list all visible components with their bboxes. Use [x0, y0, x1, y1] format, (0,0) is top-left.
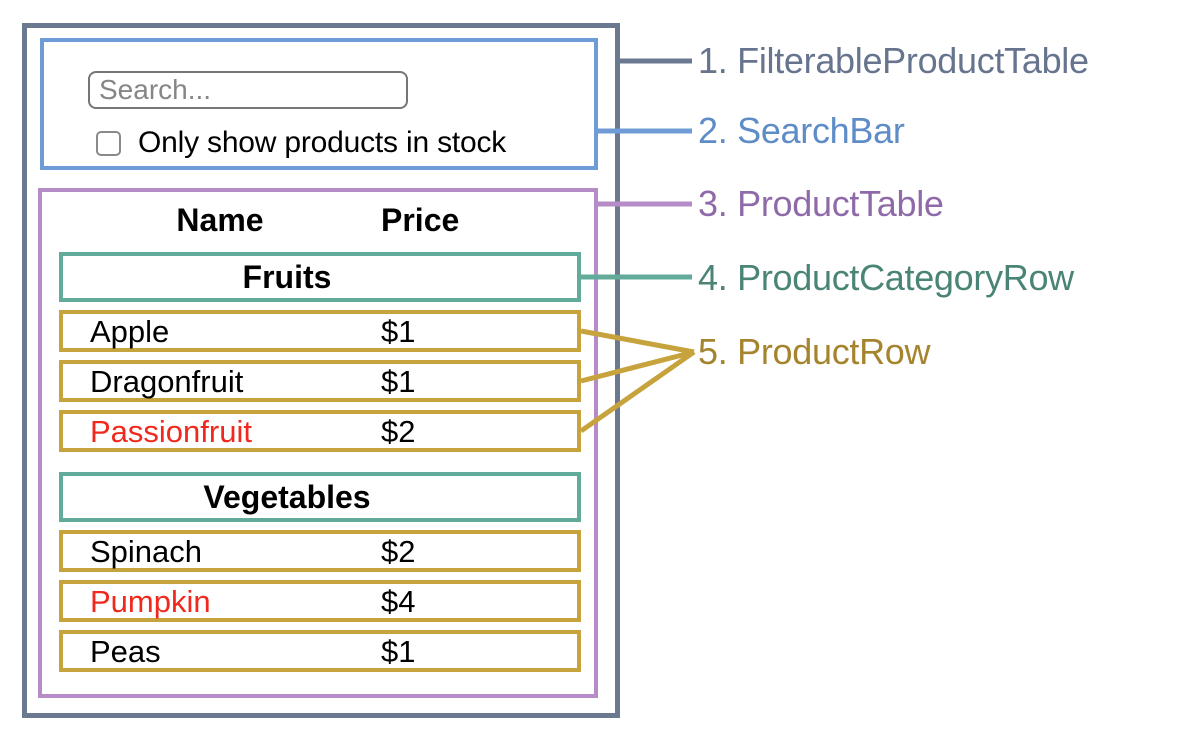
column-header-price: Price: [381, 201, 460, 238]
filterable-product-table-box: Only show products in stock Name Price F…: [22, 23, 620, 718]
product-row: Peas $1: [59, 630, 581, 672]
product-price: $1: [381, 634, 416, 669]
product-name: Peas: [90, 634, 161, 669]
product-row: Spinach $2: [59, 530, 581, 572]
product-price: $1: [381, 314, 416, 349]
product-name: Spinach: [90, 534, 203, 569]
product-name: Passionfruit: [90, 414, 252, 449]
product-name: Pumpkin: [90, 584, 211, 619]
product-row: Passionfruit $2: [59, 410, 581, 452]
product-price: $4: [381, 584, 416, 619]
search-input[interactable]: [88, 71, 408, 109]
legend-item-search-bar: 2. SearchBar: [698, 110, 905, 151]
category-label: Vegetables: [203, 478, 371, 515]
legend-item-product-row: 5. ProductRow: [698, 331, 931, 372]
product-price: $1: [381, 364, 416, 399]
legend-item-filterable-product-table: 1. FilterableProductTable: [698, 40, 1089, 81]
product-price: $2: [381, 414, 416, 449]
table-header-row: Name Price: [59, 200, 581, 240]
column-header-name: Name: [176, 201, 264, 238]
product-price: $2: [381, 534, 416, 569]
in-stock-checkbox[interactable]: [96, 130, 121, 156]
in-stock-checkbox-label: Only show products in stock: [138, 126, 507, 159]
product-category-row: Fruits: [59, 252, 581, 302]
search-bar-box: Only show products in stock: [40, 38, 598, 170]
legend-item-product-category-row: 4. ProductCategoryRow: [698, 257, 1074, 298]
category-label: Fruits: [242, 258, 332, 295]
product-row: Apple $1: [59, 310, 581, 352]
product-name: Dragonfruit: [90, 364, 244, 399]
stock-filter-row: Only show products in stock: [96, 126, 507, 159]
product-category-row: Vegetables: [59, 472, 581, 522]
product-row: Pumpkin $4: [59, 580, 581, 622]
product-row: Dragonfruit $1: [59, 360, 581, 402]
legend-item-product-table: 3. ProductTable: [698, 183, 944, 224]
product-name: Apple: [90, 314, 170, 349]
